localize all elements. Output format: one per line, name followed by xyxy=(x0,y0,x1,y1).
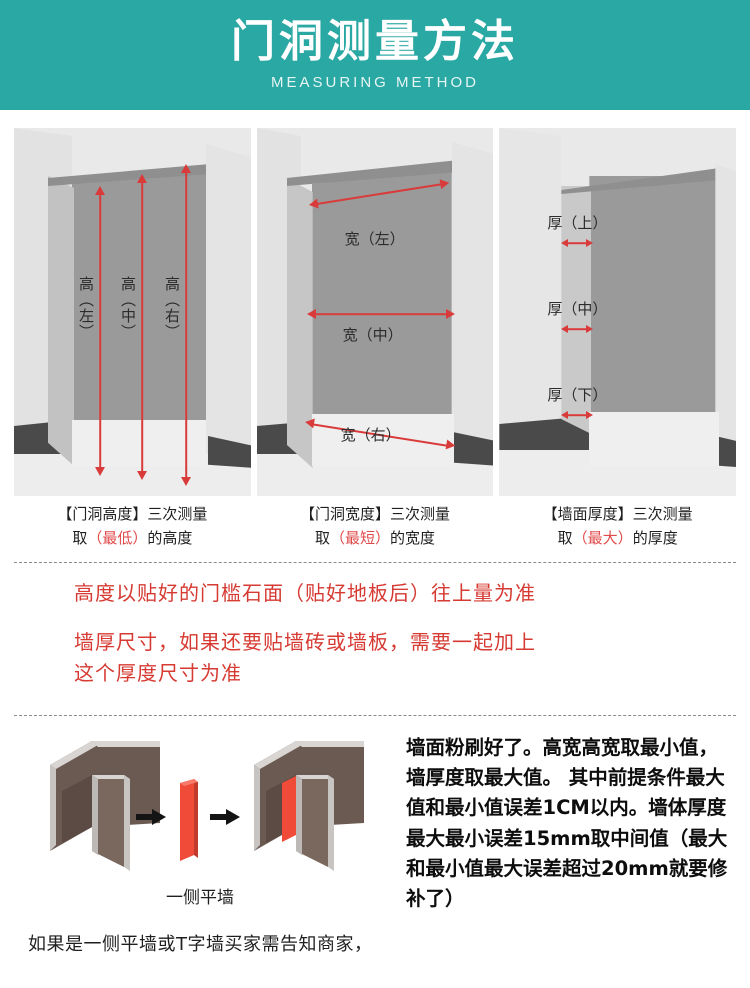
divider-bottom xyxy=(14,715,736,716)
height-label-right: 高（右） xyxy=(163,276,181,340)
caption-prefix: 取 xyxy=(557,529,573,547)
doorway-interior xyxy=(311,170,452,424)
left-wall-face xyxy=(499,128,562,428)
height-arrow-right xyxy=(180,164,192,486)
wall-type-diagram: 一侧平墙 xyxy=(14,735,386,935)
caption-thickness: 【墙面厚度】三次测量 取（最大）的厚度 xyxy=(499,502,736,558)
divider-top xyxy=(14,562,736,563)
caption-width-line2: 取（最短）的宽度 xyxy=(257,526,494,550)
red-note-1: 高度以贴好的门槛石面（贴好地板后）往上量为准 xyxy=(74,581,536,605)
process-arrow-2 xyxy=(210,809,240,825)
thickness-scene: 厚（上） 厚（中） 厚（下） xyxy=(499,128,737,496)
height-arrow-left xyxy=(94,186,106,476)
caption-height: 【门洞高度】三次测量 取（最低）的高度 xyxy=(14,502,251,558)
doorway-interior xyxy=(589,176,718,418)
thickness-label-top: 厚（上） xyxy=(547,214,608,232)
caption-thickness-line1: 【墙面厚度】三次测量 xyxy=(542,505,693,523)
caption-suffix: 的高度 xyxy=(147,529,193,547)
width-panel: 宽（左） 宽（中） 宽（右） xyxy=(256,128,494,496)
wall-before-icon xyxy=(50,741,160,871)
door-jamb-left xyxy=(48,176,74,466)
caption-prefix: 取 xyxy=(314,529,330,547)
threshold-floor xyxy=(589,412,720,466)
red-filler-slab-icon xyxy=(180,779,198,861)
measurement-rules-text: 墙面粉刷好了。高宽高宽取最小值，墙厚度取最大值。 其中前提条件最大值和最小值误差… xyxy=(406,736,728,911)
width-label-top: 宽（左） xyxy=(344,230,405,248)
panel-captions: 【门洞高度】三次测量 取（最低）的高度 【门洞宽度】三次测量 取（最短）的宽度 … xyxy=(14,502,736,558)
thickness-panel: 厚（上） 厚（中） 厚（下） xyxy=(499,128,737,496)
height-scene: 高（左） 高（中） 高（右） xyxy=(14,128,251,496)
diagram-panels: 高（左） 高（中） 高（右） xyxy=(14,128,737,496)
caption-height-line1: 【门洞高度】三次测量 xyxy=(57,505,208,523)
page-title: 门洞测量方法 xyxy=(231,16,519,66)
caption-width-line1: 【门洞宽度】三次测量 xyxy=(300,505,451,523)
bottom-note: 如果是一侧平墙或T字墙买家需告知商家， xyxy=(28,934,373,955)
caption-suffix: 的宽度 xyxy=(390,529,436,547)
baseboard-right xyxy=(715,436,737,468)
height-panel: 高（左） 高（中） 高（右） xyxy=(14,128,251,496)
page-subtitle: MEASURING METHOD xyxy=(270,74,479,92)
height-label-left: 高（左） xyxy=(77,276,95,340)
height-label-center: 高（中） xyxy=(119,276,137,340)
thickness-label-middle: 厚（中） xyxy=(547,300,608,318)
wall-after-icon xyxy=(254,741,364,871)
right-wall-face xyxy=(451,142,494,466)
wall-type-caption: 一侧平墙 xyxy=(166,888,234,908)
doorway-interior xyxy=(72,168,206,424)
door-jamb-left xyxy=(286,178,313,468)
thickness-arrow-middle xyxy=(561,324,594,334)
process-arrow-1 xyxy=(136,809,166,825)
red-notes: 高度以贴好的门槛石面（贴好地板后）往上量为准 墙厚尺寸，如果还要贴墙砖或墙板，需… xyxy=(74,578,724,689)
red-note-2-line1: 墙厚尺寸，如果还要贴墙砖或墙板，需要一起加上 xyxy=(74,630,536,654)
caption-highlight: （最大） xyxy=(572,529,633,547)
right-wall-face xyxy=(715,164,737,466)
caption-highlight: （最低） xyxy=(87,529,148,547)
caption-thickness-line2: 取（最大）的厚度 xyxy=(499,526,736,550)
caption-height-line2: 取（最低）的高度 xyxy=(14,526,251,550)
width-label-bottom: 宽（右） xyxy=(340,426,401,444)
page-header: 门洞测量方法 MEASURING METHOD xyxy=(0,0,750,110)
caption-highlight: （最短） xyxy=(330,529,391,547)
threshold-floor xyxy=(72,420,206,466)
thickness-arrow-top xyxy=(561,238,594,248)
caption-prefix: 取 xyxy=(72,529,88,547)
width-scene: 宽（左） 宽（中） 宽（右） xyxy=(256,128,494,496)
thickness-arrow-bottom xyxy=(561,410,594,420)
height-arrow-center xyxy=(136,174,148,480)
thickness-label-bottom: 厚（下） xyxy=(547,386,608,404)
caption-suffix: 的厚度 xyxy=(632,529,678,547)
width-arrow-middle xyxy=(306,308,455,320)
caption-width: 【门洞宽度】三次测量 取（最短）的宽度 xyxy=(257,502,494,558)
right-wall-face xyxy=(206,144,251,466)
width-label-middle: 宽（中） xyxy=(342,326,403,344)
threshold-floor xyxy=(311,414,454,466)
red-note-2-line2: 这个厚度尺寸为准 xyxy=(74,661,242,685)
wall-reveal-face xyxy=(561,186,592,434)
